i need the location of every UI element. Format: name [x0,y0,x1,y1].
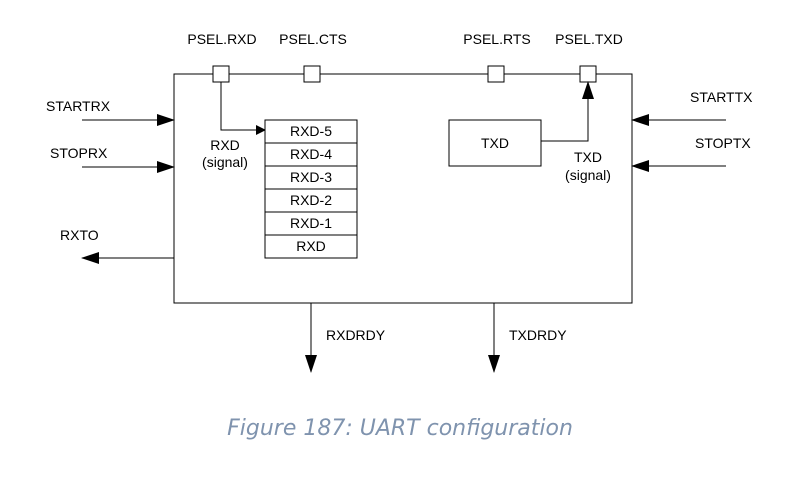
rxdrdy-label: RXDRDY [326,327,386,343]
rx-fifo: RXD-5 RXD-4 RXD-3 RXD-2 RXD-1 RXD [264,119,358,259]
txdrdy-label: TXDRDY [509,327,567,343]
psel-cts-label: PSEL.CTS [279,31,347,47]
rx-fifo-cell-label: RXD-1 [290,215,332,231]
psel-rts-label: PSEL.RTS [463,31,530,47]
rx-fifo-cell-label: RXD-5 [290,123,332,139]
psel-txd-label: PSEL.TXD [555,31,623,47]
rxd-signal-path [220,82,266,135]
txd-signal-label: TXD [574,149,602,165]
rx-fifo-cell [264,234,358,259]
rxto-label: RXTO [60,227,99,243]
stoprx-label: STOPRX [50,145,108,161]
psel-txd-pin [579,65,597,83]
rx-fifo-cell-label: RXD-2 [290,192,332,208]
txd-signal-sub: (signal) [565,167,611,183]
figure-caption: Figure 187: UART configuration [227,416,573,441]
psel-rxd-label: PSEL.RXD [187,31,256,47]
rx-fifo-cell-label: RXD-4 [290,146,332,162]
psel-rxd-pin [212,65,230,83]
rx-fifo-cell-label: RXD [296,238,326,254]
psel-cts-pin [303,65,321,83]
starttx-label: STARTTX [690,89,753,105]
txd-block [448,119,542,167]
psel-rts-pin [487,65,505,83]
uart-peripheral-box [173,73,633,304]
stoptx-label: STOPTX [695,135,751,151]
rx-fifo-cell-label: RXD-3 [290,169,332,185]
txd-signal-path [541,81,594,142]
startrx-label: STARTRX [46,98,111,114]
txd-block-label: TXD [481,135,509,151]
rxd-signal-sub: (signal) [202,154,248,170]
rxd-signal-label: RXD [210,137,240,153]
